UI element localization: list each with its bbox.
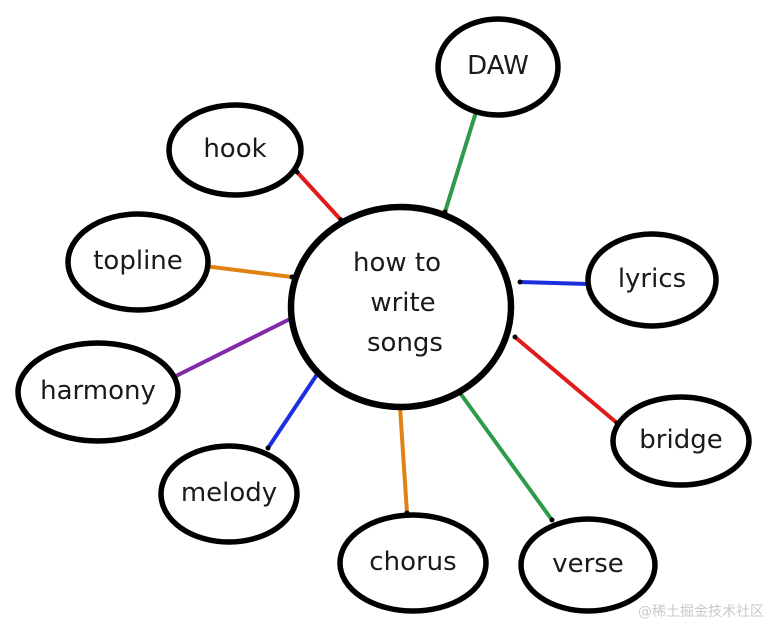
- topic-node-verse-label: verse: [552, 549, 624, 579]
- central-topic-line-3: songs: [367, 328, 443, 358]
- connector-topline: [202, 264, 294, 279]
- connector-bridge: [513, 335, 619, 425]
- topic-node-topline-label: topline: [93, 246, 183, 276]
- connector-endpoint-verse-1: [549, 517, 555, 523]
- connector-harmony: [172, 316, 294, 379]
- topic-node-lyrics-label: lyrics: [618, 264, 686, 294]
- topic-node-harmony: harmony: [15, 340, 181, 444]
- connectors: [171, 109, 620, 523]
- connector-lyrics: [518, 280, 590, 286]
- topic-node-melody-label: melody: [181, 478, 277, 508]
- topic-node-hook-circle: [166, 102, 304, 198]
- topic-node-bridge: bridge: [610, 394, 752, 488]
- topic-node-verse-circle: [518, 516, 658, 614]
- topic-node-hook: hook: [166, 102, 304, 198]
- topic-nodes: DAW hook topline lyrics harmony bridge melody c…: [15, 16, 752, 614]
- topic-node-topline: topline: [65, 211, 211, 313]
- topic-node-daw: DAW: [435, 16, 561, 118]
- connector-verse: [458, 391, 554, 522]
- connector-melody: [266, 371, 320, 450]
- connector-endpoint-melody-0: [265, 445, 271, 451]
- topic-node-harmony-label: harmony: [40, 376, 156, 406]
- topic-node-daw-circle: [435, 16, 561, 118]
- connector-hook: [295, 170, 343, 222]
- topic-node-melody: melody: [158, 443, 300, 545]
- topic-node-bridge-circle: [610, 394, 752, 488]
- connector-endpoint-lyrics-0: [517, 279, 523, 285]
- connector-endpoint-bridge-0: [512, 334, 518, 340]
- topic-node-daw-label: DAW: [467, 51, 529, 81]
- topic-node-chorus: chorus: [337, 512, 489, 614]
- topic-node-hook-label: hook: [203, 134, 266, 164]
- topic-node-chorus-label: chorus: [369, 547, 456, 577]
- topic-node-bridge-label: bridge: [639, 425, 722, 455]
- central-topic-circle: [287, 203, 515, 411]
- topic-node-chorus-circle: [337, 512, 489, 614]
- connector-daw: [443, 110, 478, 214]
- connector-chorus: [398, 405, 409, 515]
- central-topic-line-2: write: [370, 288, 435, 318]
- topic-node-melody-circle: [158, 443, 300, 545]
- topic-node-lyrics-circle: [585, 231, 719, 329]
- topic-node-harmony-circle: [15, 340, 181, 444]
- topic-node-lyrics: lyrics: [585, 231, 719, 329]
- topic-node-topline-circle: [65, 211, 211, 313]
- central-topic: how to write songs: [287, 203, 515, 411]
- watermark: @稀土掘金技术社区: [638, 604, 764, 620]
- topic-node-verse: verse: [518, 516, 658, 614]
- central-topic-line-1: how to: [353, 248, 441, 278]
